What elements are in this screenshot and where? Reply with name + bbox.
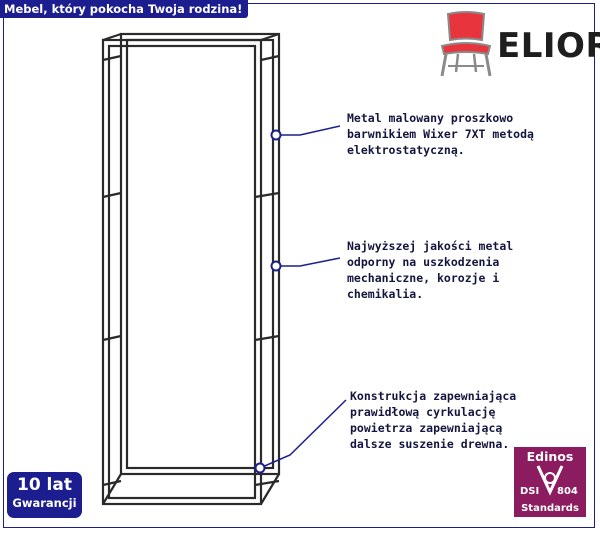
promo-banner: Mebel, który pokocha Twoja rodzina! [0, 0, 249, 18]
warranty-years: 10 lat [16, 475, 72, 495]
warranty-label: Gwarancji [12, 496, 77, 510]
certificate-badge: Edinos DSI 804 Standards [514, 447, 586, 517]
page-border [3, 3, 595, 528]
brand-logo-text: ELIOR [497, 26, 600, 66]
callout-metal-quality: Najwyższej jakości metal odporny na uszk… [347, 239, 514, 301]
certificate-code: 804 [557, 486, 578, 497]
certificate-name: Edinos [526, 449, 574, 464]
warranty-badge: 10 lat Gwarancji [7, 472, 82, 518]
certificate-dsi: DSI [520, 486, 540, 497]
certificate-standards: Standards [521, 503, 579, 514]
certificate-checkmark-icon [536, 465, 564, 496]
callout-powder-coating: Metal malowany proszkowo barwnikiem Wixe… [347, 111, 534, 157]
firewood-rack-drawing [101, 32, 281, 506]
callout-air-circulation: Konstrukcja zapewniająca prawidłową cyrk… [350, 389, 517, 451]
chair-icon [440, 11, 492, 77]
